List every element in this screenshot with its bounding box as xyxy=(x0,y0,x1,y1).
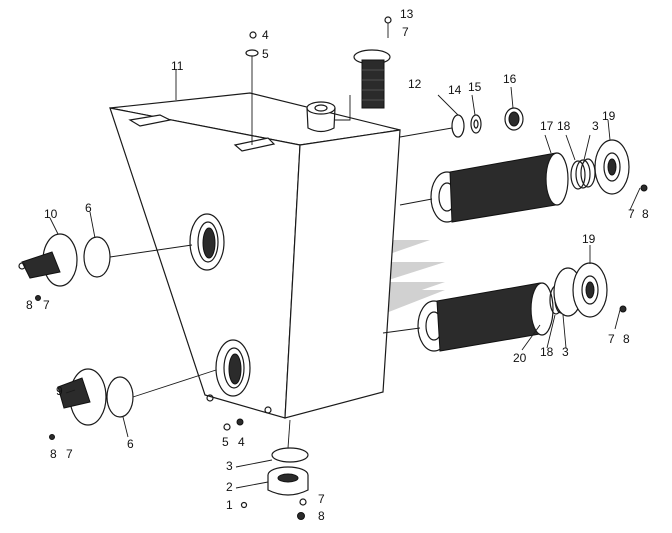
fasteners xyxy=(35,184,648,440)
callout-7-left-lower: 7 xyxy=(66,447,73,461)
callout-3-bottom: 3 xyxy=(226,459,233,473)
callout-7-bottom: 7 xyxy=(318,492,325,506)
callout-7-right-lower: 7 xyxy=(608,332,615,346)
callout-13: 13 xyxy=(400,7,414,21)
callout-8-right-lower: 8 xyxy=(623,332,630,346)
callout-11: 11 xyxy=(171,59,184,73)
callout-16: 16 xyxy=(503,72,517,86)
callout-7-left: 7 xyxy=(43,298,50,312)
filter-element-12 xyxy=(335,16,392,121)
callout-8-right-upper: 8 xyxy=(642,207,649,221)
tank-body xyxy=(109,92,401,419)
callout-7-top: 7 xyxy=(402,25,409,39)
callout-8-left: 8 xyxy=(26,298,33,312)
callout-19-upper: 19 xyxy=(602,109,616,123)
callout-15: 15 xyxy=(468,80,482,94)
lower-cartridge-20 xyxy=(417,262,608,352)
callout-20: 20 xyxy=(513,351,527,365)
callout-6-upper: 6 xyxy=(85,201,92,215)
callout-7-right-upper: 7 xyxy=(628,207,635,221)
callout-14: 14 xyxy=(448,83,462,97)
leader-lines xyxy=(49,56,641,489)
callout-19-lower: 19 xyxy=(582,232,596,246)
callout-17: 17 xyxy=(540,119,554,133)
callout-10: 10 xyxy=(44,207,58,221)
callout-3-upper: 3 xyxy=(592,119,599,133)
callout-4-top: 4 xyxy=(262,28,269,42)
callout-5-bottom: 5 xyxy=(222,435,229,449)
callout-labels: 1 2 3 3 3 4 4 5 5 6 6 7 7 7 7 7 7 7 8 8 … xyxy=(26,7,649,523)
callout-9: 9 xyxy=(56,384,63,398)
callout-8-left-lower: 8 xyxy=(50,447,57,461)
callout-12: 12 xyxy=(408,77,422,91)
callout-3-lower: 3 xyxy=(562,345,569,359)
callout-1: 1 xyxy=(226,498,233,512)
callout-2: 2 xyxy=(226,480,233,494)
callout-8-bottom: 8 xyxy=(318,509,325,523)
left-covers xyxy=(18,233,134,426)
upper-cartridge-17 xyxy=(430,139,630,223)
callout-6-lower: 6 xyxy=(127,437,134,451)
callout-4-bottom: 4 xyxy=(238,435,245,449)
callout-5-top: 5 xyxy=(262,47,269,61)
callout-18-lower: 18 xyxy=(540,345,554,359)
callout-18-upper: 18 xyxy=(557,119,571,133)
drain-assembly xyxy=(223,31,309,520)
rings-14-16 xyxy=(451,107,524,138)
